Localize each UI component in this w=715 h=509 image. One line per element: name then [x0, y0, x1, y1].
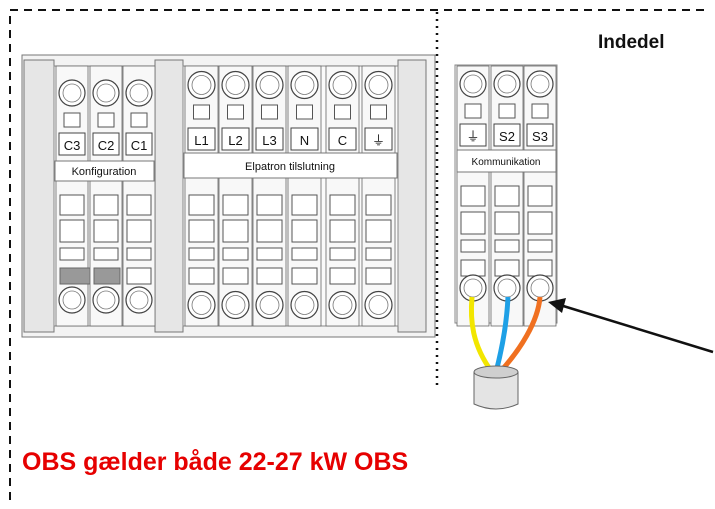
terminal-konfiguration-2: C1 [122, 65, 156, 327]
terminal-kommunikation-0: ⏚ [456, 65, 490, 327]
terminal-elpatron-5: ⏚ [361, 65, 396, 327]
pointer-arrow [548, 298, 714, 354]
terminal-elpatron-4: C [325, 65, 360, 327]
terminal-kommunikation-2: S3 [523, 65, 557, 327]
dashed-border [9, 9, 708, 500]
terminal-konfiguration-1: C2 [89, 65, 123, 327]
wire-blue [493, 296, 511, 373]
kommunikation-label: Kommunikation [472, 157, 541, 168]
terminal-label: C3 [64, 138, 81, 153]
cable-sheath [473, 371, 519, 410]
wire-yellow [468, 296, 495, 374]
terminal-kommunikation-1: S2 [490, 65, 524, 327]
terminal-elpatron-3: N [287, 65, 322, 327]
terminal-label: C [338, 133, 347, 148]
page-title: Indedel [598, 32, 665, 53]
terminal-label: S2 [499, 129, 515, 144]
terminal-label: ⏚ [466, 129, 479, 144]
terminal-elpatron-2: L3 [252, 65, 287, 327]
wire-orange [498, 296, 543, 374]
elpatron-label: Elpatron tilslutning [245, 161, 335, 173]
terminal-label: S3 [532, 129, 548, 144]
elpatron-label-box [183, 152, 398, 179]
terminal-elpatron-1: L2 [218, 65, 253, 327]
terminal-label: ⏚ [372, 133, 385, 148]
terminal-label: C1 [131, 138, 148, 153]
terminal-label: L3 [262, 133, 276, 148]
terminal-label: L1 [194, 133, 208, 148]
kommunikation-label-box [456, 149, 557, 173]
terminal-elpatron-0: L1 [184, 65, 219, 327]
terminal-label: C2 [98, 138, 115, 153]
communication-cable [468, 296, 543, 410]
obs-notice: OBS gælder både 22-27 kW OBS [22, 448, 409, 476]
konfiguration-label-box [54, 160, 155, 182]
terminal-label: N [300, 133, 309, 148]
konfiguration-label: Konfiguration [72, 166, 137, 178]
terminal-label: L2 [228, 133, 242, 148]
